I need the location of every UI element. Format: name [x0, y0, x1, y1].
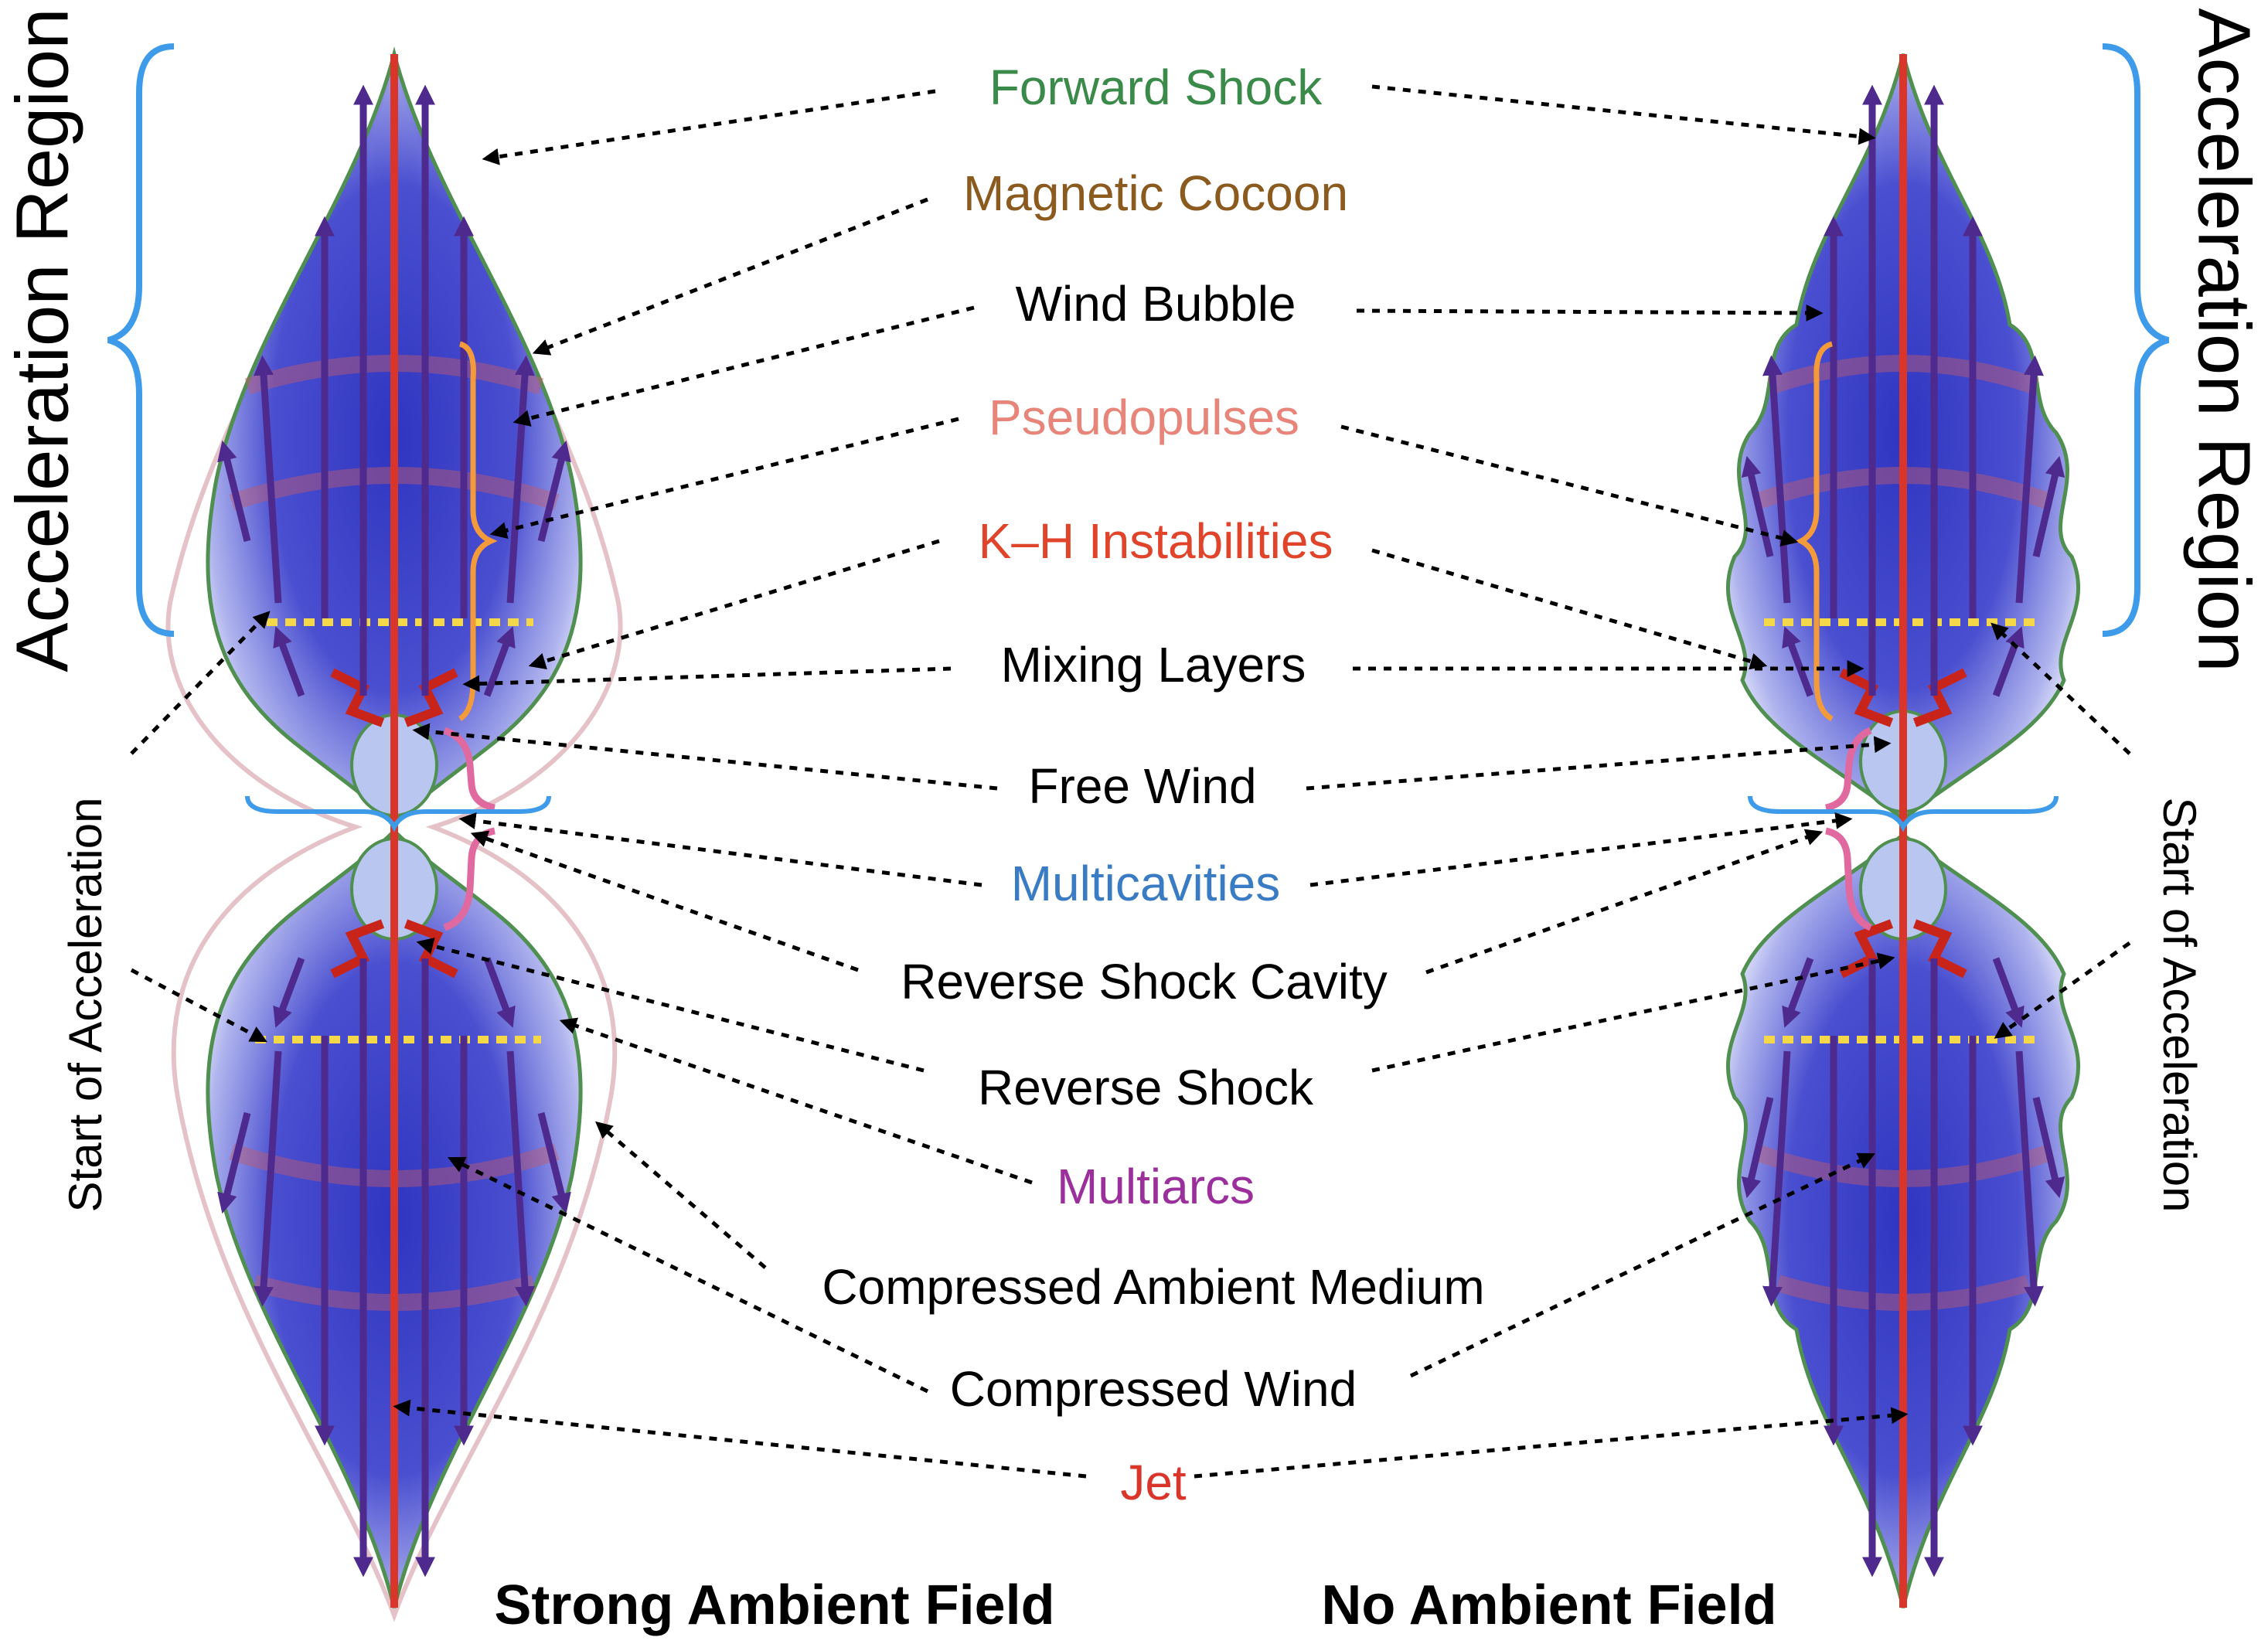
label-compressed-ambient-medium: Compressed Ambient Medium — [822, 1259, 1484, 1315]
orange-brace-left — [458, 341, 498, 722]
label-free-wind: Free Wind — [1028, 758, 1256, 814]
label-multiarcs: Multiarcs — [1057, 1159, 1255, 1214]
magnetic-cocoon-envelope-left — [165, 53, 623, 1622]
caption-strong-ambient-field: Strong Ambient Field — [494, 1574, 1054, 1636]
kh-instability-right-1 — [1839, 668, 1894, 727]
label-jet: Jet — [1120, 1455, 1187, 1510]
kh-instability-right-4 — [1912, 919, 1967, 979]
pink-brace-right-lower — [1824, 827, 1872, 931]
orange-brace-right — [1795, 341, 1834, 722]
start-of-acceleration-right-label: Start of Acceleration — [2154, 798, 2205, 1213]
label-reverse-shock-cavity: Reverse Shock Cavity — [901, 954, 1388, 1009]
kh-instability-left-1 — [330, 668, 385, 727]
label-compressed-wind: Compressed Wind — [950, 1361, 1357, 1417]
leader-lines — [130, 84, 2131, 1479]
kh-instability-right-2 — [1912, 668, 1967, 727]
label-magnetic-cocoon: Magnetic Cocoon — [963, 165, 1348, 221]
wind-arrows-upper-left — [217, 84, 571, 697]
right-jet-figure — [1725, 53, 2081, 1608]
acceleration-region-left-label: Acceleration Region — [1, 8, 83, 672]
label-column: Forward Shock Magnetic Cocoon Wind Bubbl… — [822, 60, 1484, 1510]
label-kh-instabilities: K–H Instabilities — [979, 513, 1333, 569]
acceleration-region-brace-left — [107, 43, 175, 637]
acceleration-region-brace-right — [2102, 43, 2170, 637]
multicavity-brace-right — [1748, 795, 2059, 832]
multicavity-brace-left — [245, 795, 551, 832]
label-mixing-layers: Mixing Layers — [1001, 637, 1306, 693]
start-of-acceleration-left-label: Start of Acceleration — [60, 798, 111, 1213]
label-pseudopulses: Pseudopulses — [989, 390, 1299, 445]
label-wind-bubble: Wind Bubble — [1016, 276, 1296, 332]
kh-instability-left-2 — [404, 668, 458, 727]
caption-no-ambient-field: No Ambient Field — [1321, 1574, 1776, 1636]
pink-brace-left-upper — [443, 727, 495, 812]
wind-arrows-lower-left — [217, 957, 571, 1578]
wind-arrows-lower-right — [1741, 957, 2065, 1578]
pink-brace-right-upper — [1824, 727, 1872, 812]
wind-arrows-upper-right — [1741, 84, 2065, 697]
kh-instability-left-3 — [330, 919, 385, 979]
label-reverse-shock: Reverse Shock — [978, 1060, 1314, 1115]
left-jet-figure — [165, 46, 623, 1622]
label-multicavities: Multicavities — [1011, 856, 1281, 911]
label-forward-shock: Forward Shock — [989, 60, 1323, 115]
acceleration-region-right-label: Acceleration Region — [2183, 8, 2266, 672]
